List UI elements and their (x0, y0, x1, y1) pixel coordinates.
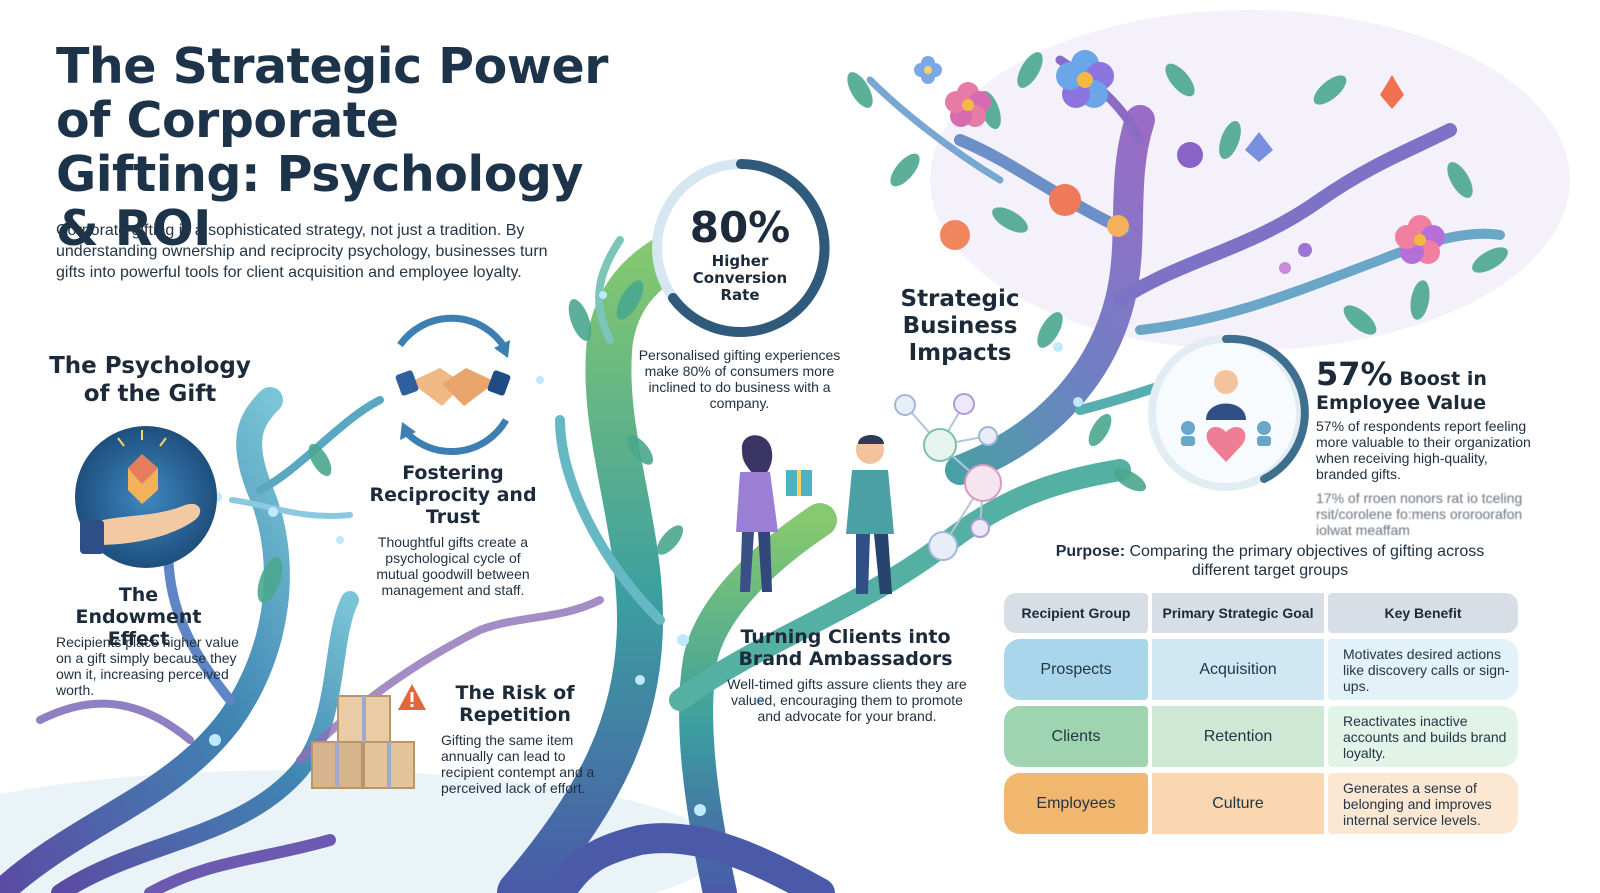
strategic-goal-cell: Acquisition (1152, 639, 1324, 700)
key-benefit-cell: Generates a sense of belonging and impro… (1328, 773, 1518, 834)
key-benefit-cell: Reactivates inactive accounts and builds… (1328, 706, 1518, 767)
ambassadors-description: Well-timed gifts assure clients they are… (727, 676, 967, 724)
table-header-row: Recipient Group Primary Strategic Goal K… (1004, 593, 1518, 633)
repetition-description: Gifting the same item annually can lead … (441, 732, 595, 796)
recipient-group-cell: Clients (1004, 706, 1148, 767)
handshake-icon (395, 368, 511, 406)
key-benefit-cell: Motivates desired actions like discovery… (1328, 639, 1518, 700)
reciprocity-title: Fostering Reciprocity and Trust (369, 462, 537, 528)
boxes-icon (311, 695, 415, 789)
conversion-stat-value: 80% (689, 203, 791, 252)
repetition-title: The Risk of Repetition (455, 682, 575, 726)
employee-stat-faded-text: 17% of rroen nonors rat io tceling rsit/… (1316, 490, 1523, 538)
recipient-group-cell: Prospects (1004, 639, 1148, 700)
strategic-goal-cell: Retention (1152, 706, 1324, 767)
purpose-text: Comparing the primary objectives of gift… (1129, 543, 1485, 579)
warning-icon (398, 684, 426, 710)
intro-text: Corporate gifting is a sophisticated str… (56, 222, 548, 281)
table-header-cell: Recipient Group (1004, 593, 1148, 633)
employee-stat-heading: 57% Boost in Employee Value (1316, 356, 1566, 415)
conversion-stat-label: Higher Conversion Rate (692, 252, 788, 304)
reciprocity-description: Thoughtful gifts create a psychological … (376, 534, 530, 598)
psychology-heading: The Psychology of the Gift (49, 353, 251, 407)
hand-gift-icon (75, 426, 217, 568)
employee-stat-value: 57% (1316, 355, 1393, 393)
impacts-heading: Strategic Business Impacts (900, 286, 1020, 366)
endowment-title: The Endowment Effect (75, 584, 202, 650)
table-row: Prospects Acquisition Motivates desired … (1004, 639, 1518, 700)
table-row: Employees Culture Generates a sense of b… (1004, 773, 1518, 834)
gift-exchange-people-icon (736, 435, 894, 594)
employee-stat-label-part2: Employee Value (1316, 392, 1487, 414)
employee-heart-icon (1148, 334, 1309, 491)
page-title: The Strategic Power of Corporate Gifting… (56, 38, 608, 257)
purpose-label: Purpose: (1055, 543, 1126, 560)
table-purpose: Purpose: Comparing the primary objective… (1040, 542, 1500, 580)
employee-stat-label-part1: Boost in (1399, 368, 1487, 390)
employee-stat-description: 57% of respondents report feeling more v… (1316, 418, 1531, 482)
table-header-cell: Primary Strategic Goal (1152, 593, 1324, 633)
table-header-cell: Key Benefit (1328, 593, 1518, 633)
ambassadors-title: Turning Clients into Brand Ambassadors (738, 626, 953, 670)
strategic-goal-cell: Culture (1152, 773, 1324, 834)
recipient-group-cell: Employees (1004, 773, 1148, 834)
endowment-description: Recipients place higher value on a gift … (56, 634, 239, 698)
conversion-stat-description: Personalised gifting experiences make 80… (638, 347, 841, 411)
table-row: Clients Retention Reactivates inactive a… (1004, 706, 1518, 767)
